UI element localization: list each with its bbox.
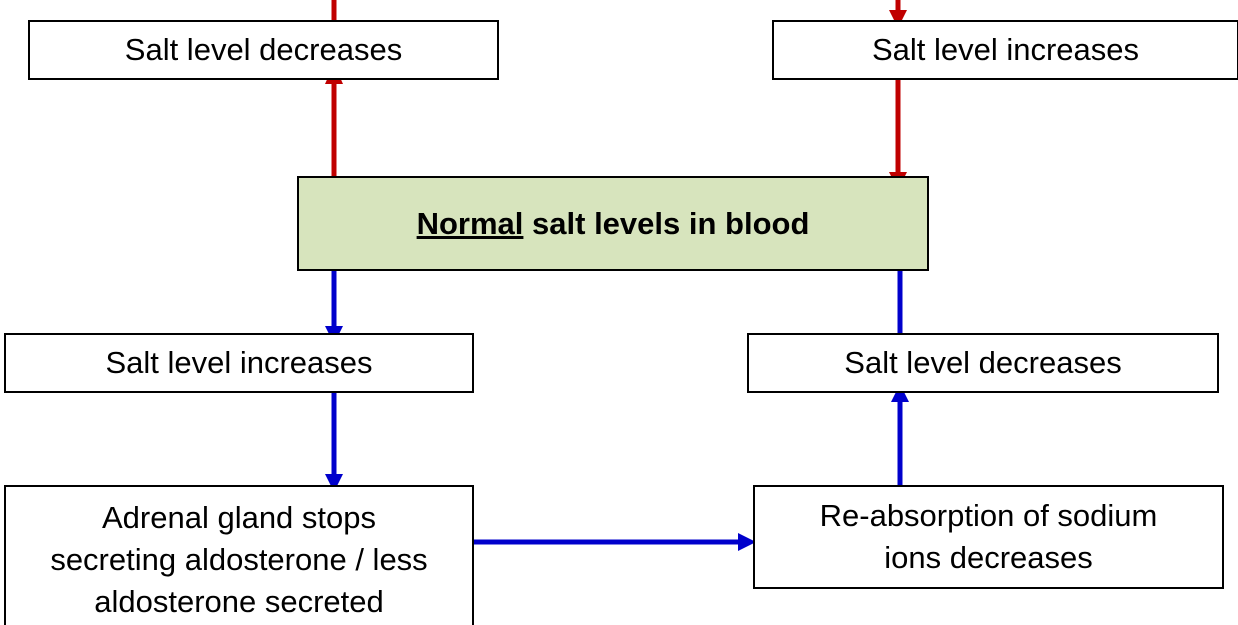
box-label-block: Re-absorption of sodium ions decreases bbox=[820, 495, 1158, 579]
center-label-emphasis: Normal bbox=[416, 205, 524, 241]
center-label-rest: salt levels in blood bbox=[523, 205, 810, 241]
box-normal-salt-levels: Normal salt levels in blood bbox=[297, 176, 929, 271]
box-salt-level-decreases-mid: Salt level decreases bbox=[747, 333, 1219, 393]
box-label-line: aldosterone secreted bbox=[94, 584, 384, 619]
box-salt-level-increases-top: Salt level increases bbox=[772, 20, 1238, 80]
box-label-line: Adrenal gland stops bbox=[101, 500, 377, 535]
box-label-line: Re-absorption of sodium bbox=[819, 498, 1158, 533]
red-arrowhead-down-top bbox=[889, 10, 907, 28]
box-salt-level-increases-mid: Salt level increases bbox=[4, 333, 474, 393]
box-label: Salt level decreases bbox=[124, 32, 403, 67]
box-label-line: secreting aldosterone / less bbox=[50, 542, 428, 577]
box-label-block: Adrenal gland stops secreting aldosteron… bbox=[50, 497, 427, 623]
box-salt-level-decreases-top: Salt level decreases bbox=[28, 20, 499, 80]
box-reabsorption-decreases: Re-absorption of sodium ions decreases bbox=[753, 485, 1224, 589]
center-label: Normal salt levels in blood bbox=[417, 203, 810, 245]
blue-arrowhead-right bbox=[738, 533, 756, 551]
box-label: Salt level increases bbox=[105, 345, 373, 380]
box-label: Salt level decreases bbox=[844, 345, 1122, 380]
blue-arrowhead-up-1 bbox=[891, 384, 909, 402]
box-label-line: ions decreases bbox=[884, 540, 1093, 575]
box-label: Salt level increases bbox=[871, 32, 1140, 67]
blue-arrowhead-down-2 bbox=[325, 474, 343, 492]
box-adrenal-gland-stops: Adrenal gland stops secreting aldosteron… bbox=[4, 485, 474, 625]
